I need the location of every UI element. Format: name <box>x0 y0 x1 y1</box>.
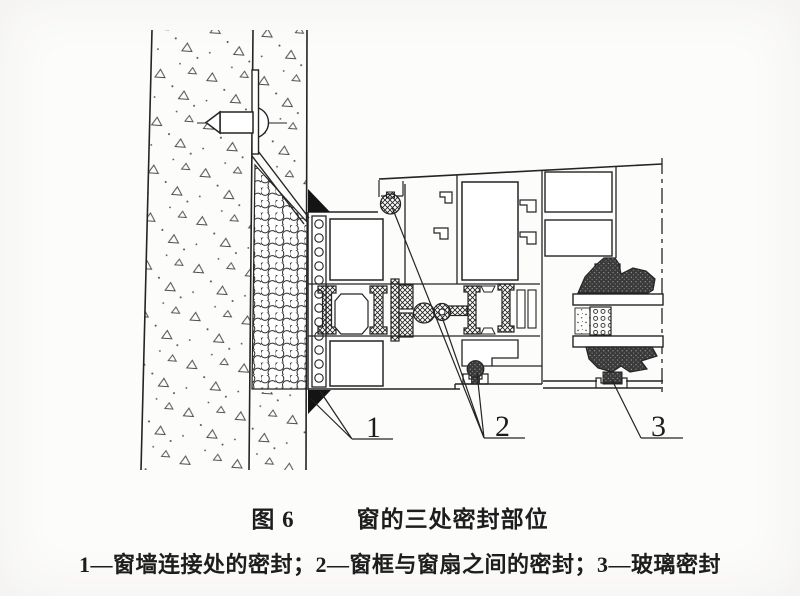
wall-edge-left <box>140 29 153 471</box>
sash-face-lines <box>404 175 458 284</box>
figure-legend: 1—窗墙连接处的密封；2—窗框与窗扇之间的密封；3—玻璃密封 <box>78 552 721 577</box>
anchor-strap-diagonal <box>251 150 310 225</box>
callout-1-label: 1 <box>366 411 381 444</box>
concrete-hatch-right-upper <box>253 30 307 191</box>
wall-seal-triangle-top <box>308 189 330 212</box>
sash-hook-a2 <box>433 227 449 240</box>
figure-title: 窗的三处密封部位 <box>356 507 549 532</box>
frame-b-gasket <box>390 278 414 342</box>
figure-number: 图 6 <box>251 507 295 532</box>
glass-gasket-top <box>577 257 656 294</box>
callout-3-leaders <box>611 379 683 439</box>
concrete-hatch-right-lower <box>249 392 306 470</box>
band-notch-top <box>480 285 496 293</box>
anchor-bolt <box>197 69 287 155</box>
callout-2-label: 2 <box>495 410 510 443</box>
bolt-body <box>219 111 254 134</box>
frame-lower-chamber <box>329 340 384 387</box>
sash-upper-chamber <box>461 181 519 281</box>
frame-sash-gasket-bottom <box>466 360 485 378</box>
sash-lower-chamber <box>461 339 519 367</box>
sash-top-edge <box>378 163 663 180</box>
sash-hook-a1 <box>439 191 453 204</box>
callout-1-leaders <box>310 390 393 440</box>
bolt-tip <box>204 110 221 135</box>
figure-caption-line1: 图 6 窗的三处密封部位 <box>0 500 800 534</box>
glass-pane-top <box>572 293 664 306</box>
sealant-backer-rod <box>251 150 310 390</box>
sash-bottom-edge <box>454 383 542 389</box>
sash-hook-b2 <box>519 231 537 245</box>
wall-seal-triangle-bottom <box>308 390 331 414</box>
band-bar-2 <box>527 289 537 329</box>
band-bar-1 <box>516 289 526 329</box>
bulb-channel <box>378 180 404 197</box>
wall-window-seal <box>308 189 331 414</box>
bead-mid-chamber <box>544 219 613 257</box>
wall-section <box>140 29 308 471</box>
gasket-foot-channel <box>595 377 628 388</box>
bead-upper-chamber <box>544 171 613 213</box>
thermal-break-4 <box>497 283 515 333</box>
callout-2-leaders <box>391 206 525 439</box>
frame-upper-chamber <box>329 218 384 281</box>
thermal-break-3 <box>463 285 481 335</box>
glass-gasket-bottom <box>585 346 658 373</box>
callout-3-label: 3 <box>651 410 666 443</box>
glass-pane-bottom <box>572 335 664 348</box>
thermal-break-1 <box>317 285 337 335</box>
right-bottom-lines <box>543 380 663 389</box>
glass-spacer <box>589 306 612 336</box>
frame-sash-gasket-top <box>379 193 402 215</box>
concrete-hatch <box>141 30 253 470</box>
thermal-break-2 <box>369 285 388 335</box>
glazing-unit <box>572 257 664 388</box>
frame-hexagon-chamber <box>334 293 369 335</box>
callouts: 1 2 3 <box>310 206 683 444</box>
sash-hook-b1 <box>519 199 537 213</box>
glass-butyl-seal <box>574 307 591 335</box>
band-notch-bottom <box>480 327 496 335</box>
window-frame-profile <box>307 158 663 392</box>
frame-sash-gasket-middle <box>412 302 468 324</box>
